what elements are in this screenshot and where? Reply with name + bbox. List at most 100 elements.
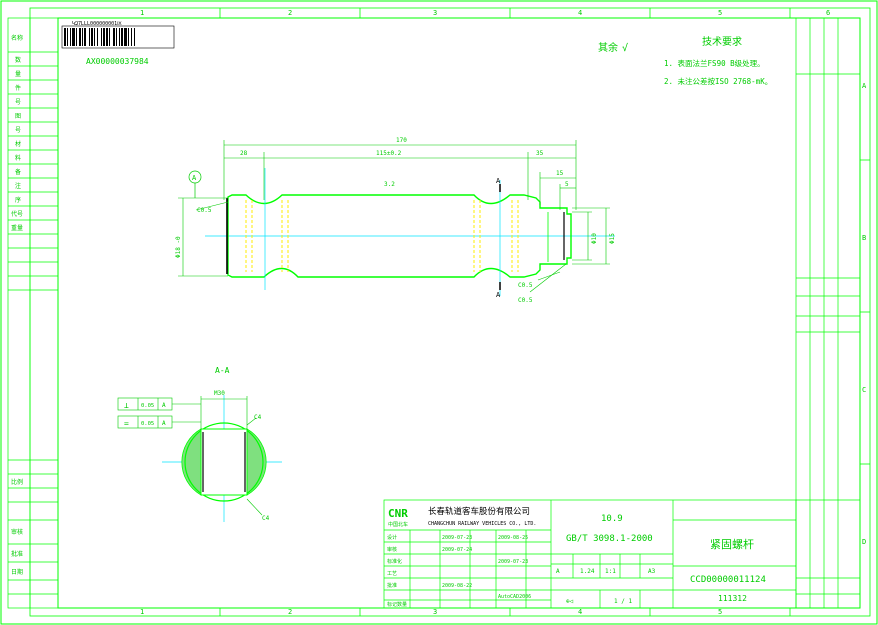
roughness-label: 其余	[598, 41, 618, 54]
tech-item: 2. 未注公差按ISO 2768-mK。	[664, 76, 772, 86]
barcode-bar	[109, 28, 110, 46]
barcode-bar	[84, 28, 86, 46]
barcode-bar	[134, 28, 135, 46]
section-chamfer-bottom: C4	[262, 515, 270, 522]
left-col-label: 料	[15, 154, 21, 162]
left-col-label: 日期	[11, 568, 23, 576]
zone-label-top: 4	[578, 9, 582, 17]
zone-label-side: C	[862, 386, 866, 394]
zone-label-top: 2	[288, 9, 292, 17]
tol1-value: 0.05	[141, 403, 154, 409]
dim-left-seg: 28	[240, 150, 248, 157]
zone-label-bottom: 5	[718, 608, 722, 616]
zone-label-bottom: 1	[140, 608, 144, 616]
date-cell: 2009-07-23	[442, 535, 472, 541]
roughness-symbol: √	[622, 42, 628, 54]
shaft-dimension-text: 170 28 115±0.2 35 15 5 Φ18 -0 Φ10 Φ15 C0…	[175, 137, 616, 304]
drawing-number: CCD00000011124	[690, 575, 766, 585]
zone-label-bottom: 2	[288, 608, 292, 616]
date-cell: 2009-07-24	[442, 547, 472, 553]
row-label: 设计	[387, 534, 397, 541]
dim-left-dia: Φ18 -0	[175, 236, 182, 258]
barcode-bar	[82, 28, 83, 46]
left-col-label: 号	[15, 99, 21, 106]
left-column-labels: 名称 数 量 件 号 图 号 材 料 备 注 序 代号 重量 比例 审核 批准 …	[11, 34, 23, 576]
zone-label-top: 6	[826, 9, 830, 17]
barcode-bar	[97, 28, 98, 46]
tech-title: 技术要求	[702, 35, 742, 48]
tech-item: 1. 表面法兰FS90 B级处理。	[664, 58, 765, 68]
barcode-bar	[116, 28, 117, 46]
zone-ticks	[219, 8, 870, 616]
left-col-label: 件	[15, 84, 21, 92]
left-col-label: 序	[15, 196, 21, 204]
sheet-size-cell: A3	[648, 568, 656, 575]
part-code: AX00000037984	[86, 57, 149, 66]
zone-labels-bottom: 1 2 3 4 5	[140, 608, 722, 616]
barcode-bar	[103, 28, 105, 46]
company-name-en: CHANGCHUN RAILWAY VEHICLES CO., LTD.	[428, 521, 536, 527]
dim-right-chamfer1: C0.5	[518, 282, 533, 289]
barcode-bar	[119, 28, 120, 46]
left-col-label: 审核	[11, 528, 23, 536]
zone-labels-side: A B C D	[862, 82, 867, 546]
tol1-datum: A	[162, 402, 166, 409]
left-col-label: 号	[15, 127, 21, 134]
row-label: 批准	[387, 582, 397, 589]
left-col-label: 注	[15, 182, 21, 190]
barcode-bar	[64, 28, 66, 46]
tol1-symbol: ⊥	[124, 401, 129, 410]
title-rows: 设计 审核 标准化 工艺 批准 标记数量 2009-07-23 2009-07-…	[387, 534, 531, 608]
barcode-bar	[121, 28, 123, 46]
row-label: 工艺	[387, 571, 397, 577]
barcode-bar	[128, 28, 129, 46]
dim-right-dia2: Φ15	[609, 233, 616, 244]
mass-scale-row: A 1.24 1:1 A3 ⊕◁ 1 / 1	[556, 568, 656, 605]
barcode-bar	[72, 28, 75, 46]
zone-label-side: B	[862, 234, 866, 242]
surface-mark: 3.2	[384, 181, 395, 188]
projection-symbol: ⊕◁	[566, 598, 574, 605]
section-circle	[184, 422, 264, 502]
zone-label-top: 5	[718, 9, 722, 17]
shaft-view	[205, 168, 615, 296]
company-name-cn: 长春轨道客车股份有限公司	[428, 506, 530, 517]
zone-label-bottom: 3	[433, 608, 437, 616]
barcode-bar	[106, 28, 108, 46]
barcode-bar	[91, 28, 93, 46]
dim-middle-seg: 115±0.2	[376, 150, 402, 157]
sheet-cell: 1 / 1	[614, 598, 632, 605]
dim-step1: 15	[556, 170, 564, 177]
date-cell: 2009-08-22	[442, 583, 472, 589]
strength-grade: 10.9	[601, 514, 623, 524]
logo-subtext: 中国北车	[388, 521, 408, 528]
barcode: ԿԶ7ԼLL000000001Ⅸ	[61, 21, 175, 49]
barcode-bar	[101, 28, 102, 46]
row-label: 审核	[387, 546, 397, 553]
section-view: A-A M30 C4 C4 ⊥ 0.05 A =	[117, 366, 282, 522]
short-code: 111312	[718, 594, 747, 603]
barcode-bar	[94, 28, 95, 46]
right-column-table	[795, 17, 861, 609]
zone-label-side: A	[862, 82, 867, 90]
dim-right-seg: 35	[536, 150, 544, 157]
software-cell: AutoCAD2006	[498, 594, 531, 600]
title-block	[383, 499, 797, 609]
row-label: 标记数量	[387, 601, 407, 608]
tol2-symbol: =	[124, 419, 129, 428]
zone-label-side: D	[862, 538, 866, 546]
tol2-datum: A	[162, 420, 166, 427]
left-col-label: 数	[15, 56, 21, 64]
barcode-bar	[79, 28, 81, 46]
shaft-dimensions	[178, 140, 610, 293]
left-col-label: 图	[15, 113, 21, 120]
dim-right-chamfer2: C0.5	[518, 297, 533, 304]
dim-overall: 170	[396, 137, 407, 144]
dim-left-chamfer: C0.5	[197, 207, 212, 214]
dim-step2: 5	[565, 181, 569, 188]
barcode-bar	[89, 28, 90, 46]
section-mark-top: A	[496, 177, 501, 185]
dim-right-dia1: Φ10	[591, 233, 598, 244]
